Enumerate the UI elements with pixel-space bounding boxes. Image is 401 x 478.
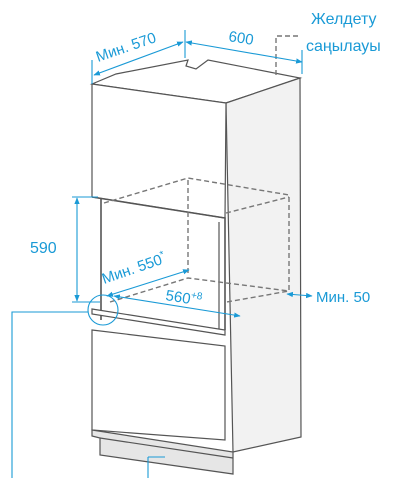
label-590: 590 (30, 240, 57, 257)
cabinet-plinth (91, 429, 234, 475)
label-min-550: Мин. 550* (99, 249, 168, 288)
dim-line-600 (185, 40, 303, 64)
plinth-top-edge (99, 437, 234, 459)
label-min-50: Мин. 50 (316, 289, 370, 306)
oven-outline-back (103, 177, 290, 303)
dim-line-min-550 (106, 269, 190, 297)
label-min-550-sup: * (159, 249, 166, 261)
label-600: 600 (227, 28, 254, 49)
dim-line-min-50 (286, 291, 313, 299)
cabinet-right-side (225, 77, 302, 453)
detail-callout-circle (87, 294, 119, 326)
upper-front-panel (91, 83, 227, 219)
label-min-570: Мин. 570 (94, 29, 159, 65)
dim-line-min-570 (93, 41, 184, 76)
label-560-sup: +8 (190, 290, 203, 303)
detail-leader-left (11, 311, 88, 478)
oven-outline-top-right (225, 196, 290, 214)
lower-front-panel (91, 329, 226, 441)
label-ventilation-line2: саңылауы (306, 38, 381, 55)
ventilation-opening-outline (275, 35, 300, 75)
label-560: 560+8 (164, 286, 203, 310)
label-ventilation-line1: Желдету (311, 11, 377, 28)
dim-line-560 (113, 294, 241, 318)
niche-front-edge (91, 196, 226, 330)
